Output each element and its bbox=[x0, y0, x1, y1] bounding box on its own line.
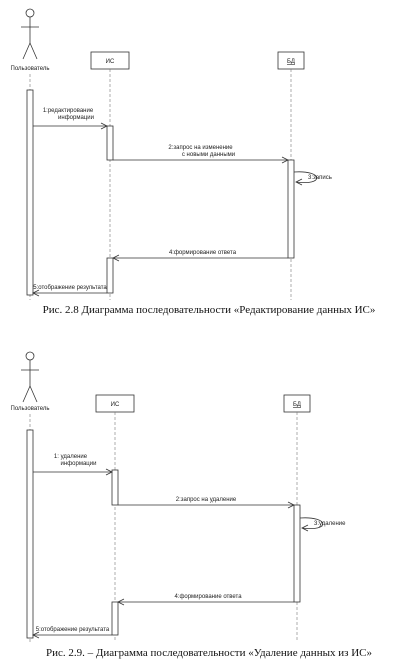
message-1-label-1: 1:редактирование bbox=[43, 108, 94, 114]
actor-activation-bar bbox=[26, 89, 34, 296]
message-3-label: 3:запись bbox=[308, 175, 332, 181]
sequence-diagram-1: Пользователь ИС БД 1:редактированиеинформац… bbox=[11, 8, 332, 300]
message-3-label: 3:удаление bbox=[314, 521, 346, 527]
message-5-arrowhead bbox=[32, 289, 40, 297]
message-1-arrowhead bbox=[100, 122, 108, 130]
db-object-label: БД bbox=[293, 402, 301, 408]
message-4-arrowhead bbox=[117, 598, 125, 606]
message-5-label: 5:отображение результата bbox=[36, 627, 110, 633]
message-3-arrowhead bbox=[301, 524, 309, 532]
system-activation-bar-2 bbox=[106, 257, 114, 294]
message-5-arrowhead bbox=[32, 631, 40, 639]
system-object-label: ИС bbox=[106, 59, 115, 65]
system-activation-bar bbox=[111, 469, 119, 506]
actor-label: Пользователь bbox=[11, 406, 50, 412]
message-3-self-arrow bbox=[299, 517, 323, 530]
db-object-label: БД bbox=[287, 59, 295, 65]
message-4-label: 4:формирование ответа bbox=[169, 250, 237, 256]
system-activation-bar-2 bbox=[111, 601, 119, 636]
message-3-self-arrow bbox=[293, 171, 317, 184]
caption-diagram-2: Рис. 2.9. – Диаграмма последовательности… bbox=[46, 647, 372, 659]
system-object-label: ИС bbox=[111, 402, 120, 408]
message-2-arrowhead bbox=[281, 156, 289, 164]
actor-stick-figure bbox=[21, 351, 39, 403]
message-4-arrowhead bbox=[112, 254, 120, 262]
actor-stick-figure bbox=[21, 8, 39, 60]
db-activation-bar bbox=[293, 504, 301, 603]
message-3-arrowhead bbox=[295, 178, 303, 186]
message-1-label-2: информации bbox=[58, 115, 94, 121]
message-2-label-2: с новыми данными bbox=[182, 152, 235, 158]
message-2-arrowhead bbox=[287, 501, 295, 509]
caption-diagram-1: Рис. 2.8 Диаграмма последовательности «Р… bbox=[42, 304, 376, 316]
db-activation-bar bbox=[287, 159, 295, 259]
actor-label: Пользователь bbox=[11, 66, 50, 72]
message-1-label-2: информации bbox=[61, 461, 97, 467]
actor-activation-bar bbox=[26, 429, 34, 639]
message-1-label-1: 1: удаление bbox=[54, 454, 88, 460]
message-2-label-1: 2:запрос на удаление bbox=[176, 497, 237, 503]
message-2-label-1: 2:запрос на изменение bbox=[168, 145, 233, 151]
message-1-arrowhead bbox=[105, 468, 113, 476]
system-activation-bar bbox=[106, 125, 114, 161]
message-5-label: 5:отображение результата bbox=[33, 285, 107, 291]
message-4-label: 4:формирование ответа bbox=[174, 594, 242, 600]
